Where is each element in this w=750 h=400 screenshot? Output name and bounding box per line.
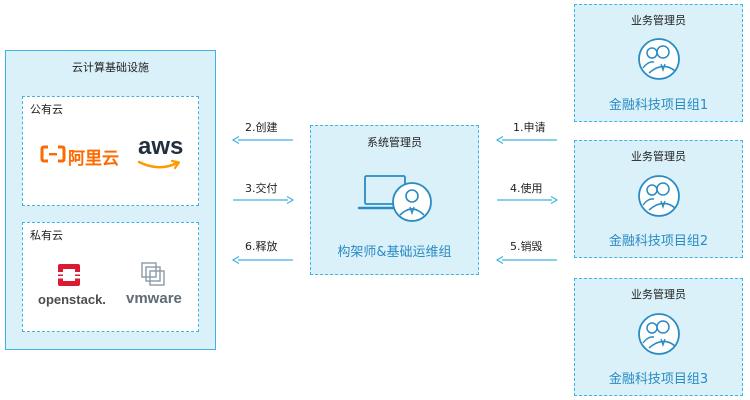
arrow-label-use: 4.使用	[510, 182, 543, 195]
openstack-logo-text: openstack.	[38, 292, 106, 307]
arrow-release	[231, 255, 293, 265]
sysadmin-label: 构架师&基础运维组	[337, 245, 452, 260]
business-group-3-label: 金融科技项目组3	[608, 372, 709, 387]
arrow-create	[231, 135, 293, 145]
arrow-label-apply: 1.申请	[513, 121, 546, 134]
cloud-infra-title: 云计算基础设施	[72, 61, 149, 74]
business-group-2-title: 业务管理员	[631, 150, 686, 163]
aws-smile-icon	[137, 159, 181, 170]
private-cloud-title: 私有云	[30, 229, 63, 242]
business-group-3-team-icon	[638, 313, 680, 355]
cloud-infra-panel: 云计算基础设施 公有云 阿里云 aws 私有云 openstack.	[5, 50, 216, 350]
aliyun-logo-text: 阿里云	[68, 149, 119, 169]
arrow-label-release: 6.释放	[245, 240, 278, 253]
arrow-apply	[495, 135, 557, 145]
private-cloud-box: 私有云 openstack. vmware	[22, 222, 199, 332]
arrow-label-create: 2.创建	[245, 121, 278, 134]
arrow-deliver	[233, 195, 295, 205]
business-group-1-title: 业务管理员	[631, 14, 686, 27]
business-group-3-title: 业务管理员	[631, 288, 686, 301]
vmware-logo-icon	[141, 262, 165, 286]
arrow-label-deliver: 3.交付	[245, 182, 278, 195]
business-group-1: 业务管理员 金融科技项目组1	[574, 4, 743, 122]
arrow-use	[497, 195, 559, 205]
arrow-destroy	[495, 255, 557, 265]
aliyun-logo-icon	[40, 145, 66, 163]
business-group-2-team-icon	[638, 175, 680, 217]
arrow-label-destroy: 5.销毁	[510, 240, 543, 253]
openstack-logo-icon	[58, 264, 80, 286]
business-group-1-team-icon	[638, 38, 680, 80]
vmware-logo-text: vmware	[126, 290, 182, 307]
business-group-2-label: 金融科技项目组2	[608, 234, 709, 249]
business-group-2: 业务管理员 金融科技项目组2	[574, 140, 743, 258]
public-cloud-title: 公有云	[30, 103, 63, 116]
aws-logo-text: aws	[138, 133, 184, 160]
business-group-3: 业务管理员 金融科技项目组3	[574, 278, 743, 396]
sysadmin-title: 系统管理员	[367, 136, 422, 149]
sysadmin-box: 系统管理员 构架师&基础运维组	[310, 125, 479, 275]
public-cloud-box: 公有云 阿里云 aws	[22, 96, 199, 206]
sysadmin-person-icon	[392, 182, 432, 222]
business-group-1-label: 金融科技项目组1	[608, 98, 709, 113]
